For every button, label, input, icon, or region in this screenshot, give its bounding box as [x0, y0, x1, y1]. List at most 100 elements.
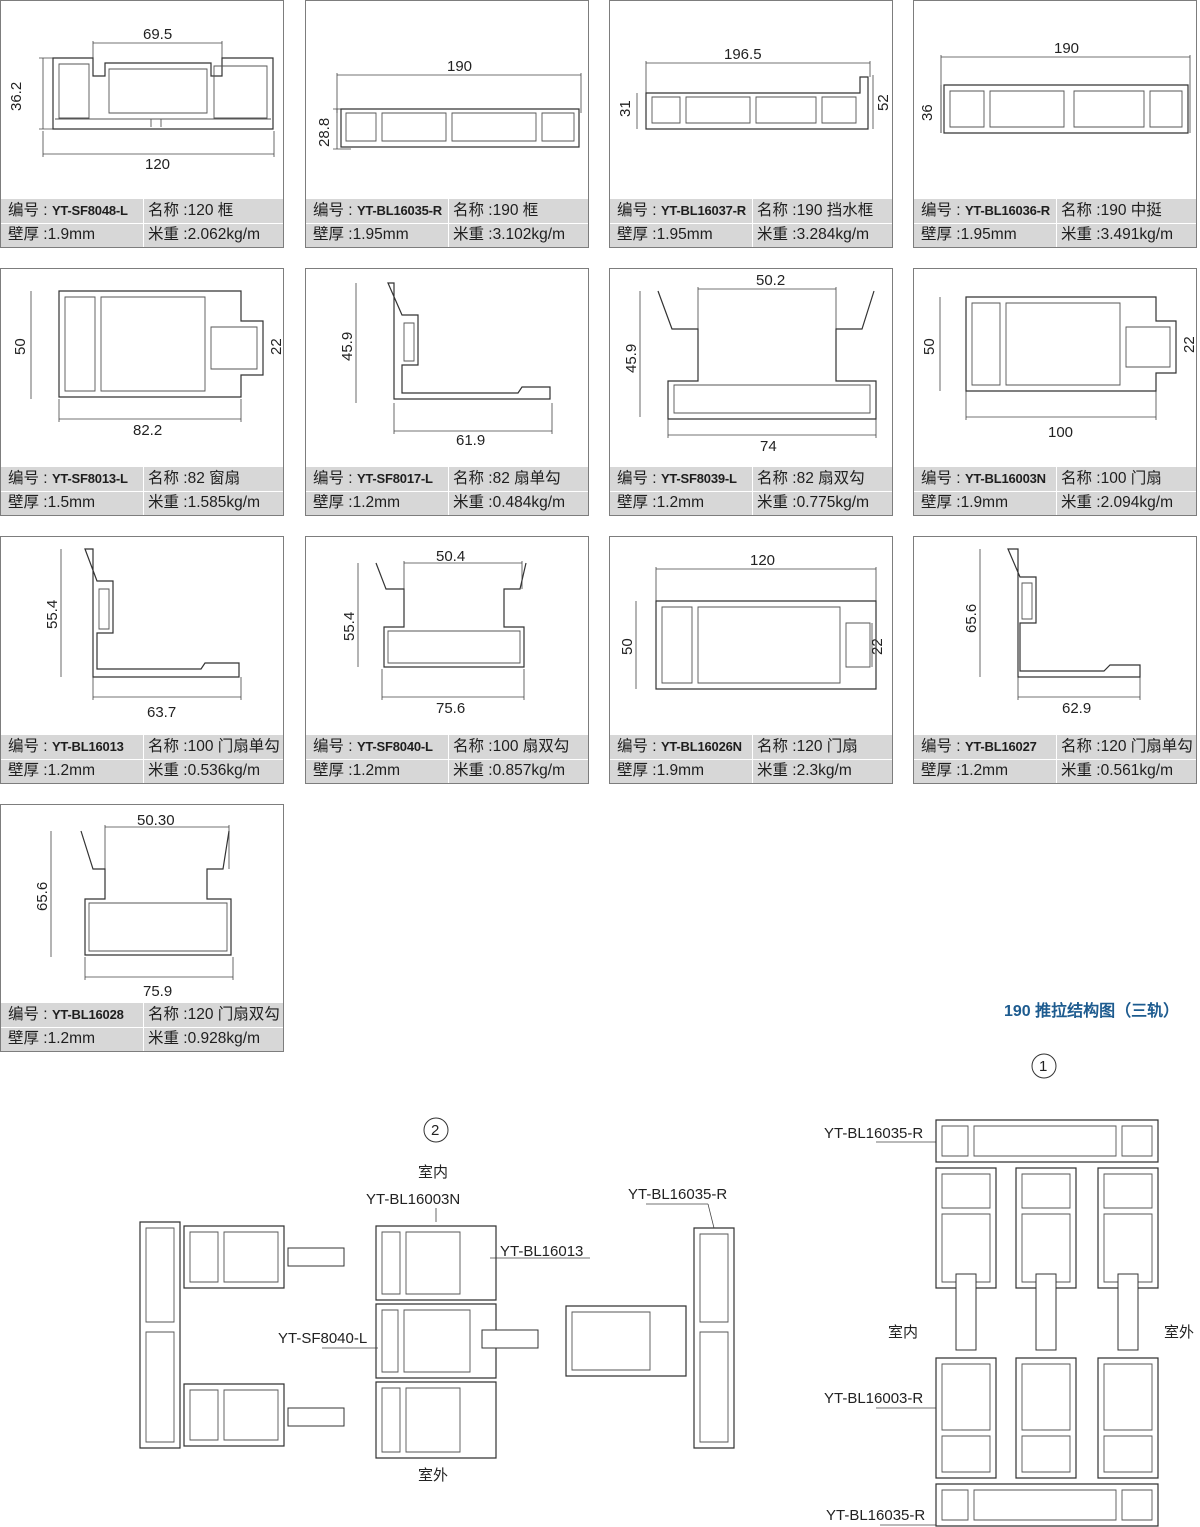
profile-code: YT-SF8048-L: [51, 203, 128, 218]
meter-weight: 0.928kg/m: [187, 1030, 261, 1047]
marker-circle-1: [1031, 1053, 1057, 1079]
wall-thickness: 1.9mm: [656, 762, 704, 779]
svg-text:120: 120: [145, 156, 170, 173]
profile-code: YT-BL16013: [51, 739, 124, 754]
svg-text:190: 190: [447, 58, 472, 75]
profile-code: YT-SF8017-L: [356, 471, 433, 486]
meter-weight: 0.484kg/m: [492, 494, 566, 511]
callout-bl16003n: YT-BL16003N: [366, 1191, 460, 1208]
structure-title: 190 推拉结构图（三轨）: [1004, 1003, 1180, 1020]
svg-text:82.2: 82.2: [133, 422, 162, 439]
meter-weight: 3.491kg/m: [1100, 226, 1174, 243]
svg-text:45.9: 45.9: [623, 344, 640, 373]
meter-weight: 0.561kg/m: [1100, 762, 1174, 779]
svg-text:50.2: 50.2: [756, 272, 785, 289]
svg-text:50: 50: [921, 338, 938, 355]
svg-text:50: 50: [12, 338, 29, 355]
marker-circle-2: [423, 1117, 449, 1143]
profile-drawing: 50 22 82.2: [12, 290, 283, 439]
meter-weight: 0.536kg/m: [187, 762, 261, 779]
meter-weight: 3.284kg/m: [796, 226, 870, 243]
wall-thickness: 1.2mm: [47, 762, 95, 779]
profile-name: 100 扇双勾: [492, 738, 570, 755]
meter-weight: 2.3kg/m: [796, 762, 852, 779]
profile-code: YT-SF8013-L: [51, 471, 128, 486]
profile-name: 120 门扇单勾: [1100, 738, 1193, 755]
wall-thickness: 1.2mm: [656, 494, 704, 511]
wall-thickness: 1.9mm: [960, 494, 1008, 511]
svg-text:75.6: 75.6: [436, 700, 465, 717]
profile-name: 82 窗扇: [187, 470, 241, 487]
svg-text:22: 22: [268, 338, 283, 355]
profile-drawing: 50.2 45.9 74: [623, 272, 877, 455]
profile-code: YT-BL16035-R: [356, 203, 442, 218]
profile-name: 190 框: [492, 202, 539, 219]
meter-weight: 2.094kg/m: [1100, 494, 1174, 511]
svg-text:28.8: 28.8: [316, 118, 333, 147]
structure-diagram-1: 1 YT-BL16035-R 室内 室外 YT-BL16003-R YT-BL1…: [824, 1053, 1194, 1527]
indoor-label-1: 室内: [888, 1324, 918, 1341]
meter-weight: 0.775kg/m: [796, 494, 870, 511]
svg-text:55.4: 55.4: [341, 612, 358, 641]
svg-text:31: 31: [617, 100, 634, 117]
wall-thickness: 1.2mm: [352, 494, 400, 511]
profile-name: 190 挡水框: [796, 202, 874, 219]
wall-thickness: 1.2mm: [960, 762, 1008, 779]
profile-code: YT-BL16028: [51, 1007, 124, 1022]
profile-drawing: 50.4 55.4 75.6: [341, 548, 527, 717]
profile-code: YT-SF8039-L: [660, 471, 737, 486]
marker-2: 2: [431, 1122, 439, 1139]
svg-text:52: 52: [875, 94, 892, 111]
profile-name: 100 门扇单勾: [187, 738, 280, 755]
profile-drawing: 50 22 100: [921, 296, 1196, 441]
meter-weight: 3.102kg/m: [492, 226, 566, 243]
profile-name: 120 框: [187, 202, 234, 219]
outdoor-label-1: 室外: [1164, 1324, 1194, 1341]
profile-code: YT-BL16037-R: [660, 203, 746, 218]
profile-drawing: 196.5 31 52: [617, 46, 892, 130]
profile-name: 100 门扇: [1100, 470, 1162, 487]
svg-text:36: 36: [919, 104, 936, 121]
svg-text:74: 74: [760, 438, 777, 455]
wall-thickness: 1.2mm: [47, 1030, 95, 1047]
profile-code: YT-BL16003N: [964, 471, 1046, 486]
svg-text:62.9: 62.9: [1062, 700, 1091, 717]
outdoor-label: 室外: [418, 1467, 448, 1484]
callout-top-bl16035r: YT-BL16035-R: [824, 1125, 923, 1142]
profile-name: 120 门扇: [796, 738, 858, 755]
svg-text:75.9: 75.9: [143, 983, 172, 1000]
svg-text:22: 22: [869, 638, 886, 655]
wall-thickness: 1.95mm: [656, 226, 713, 243]
profile-drawing: 45.9 61.9: [339, 282, 553, 449]
callout-bl16035r: YT-BL16035-R: [628, 1186, 727, 1203]
svg-text:45.9: 45.9: [339, 332, 356, 361]
profile-drawing: 190 28.8: [316, 58, 582, 150]
profile-code: YT-BL16027: [964, 739, 1037, 754]
meter-weight: 1.585kg/m: [187, 494, 261, 511]
profile-drawing: 65.6 62.9: [963, 548, 1141, 717]
wall-thickness: 1.2mm: [352, 762, 400, 779]
callout-bl16013: YT-BL16013: [500, 1243, 583, 1260]
svg-text:36.2: 36.2: [8, 82, 25, 111]
wall-thickness: 1.95mm: [960, 226, 1017, 243]
svg-text:50.30: 50.30: [137, 812, 175, 829]
profile-drawing: 120 50 22: [619, 552, 886, 690]
profile-name: 82 扇单勾: [492, 470, 561, 487]
profile-name: 82 扇双勾: [796, 470, 865, 487]
